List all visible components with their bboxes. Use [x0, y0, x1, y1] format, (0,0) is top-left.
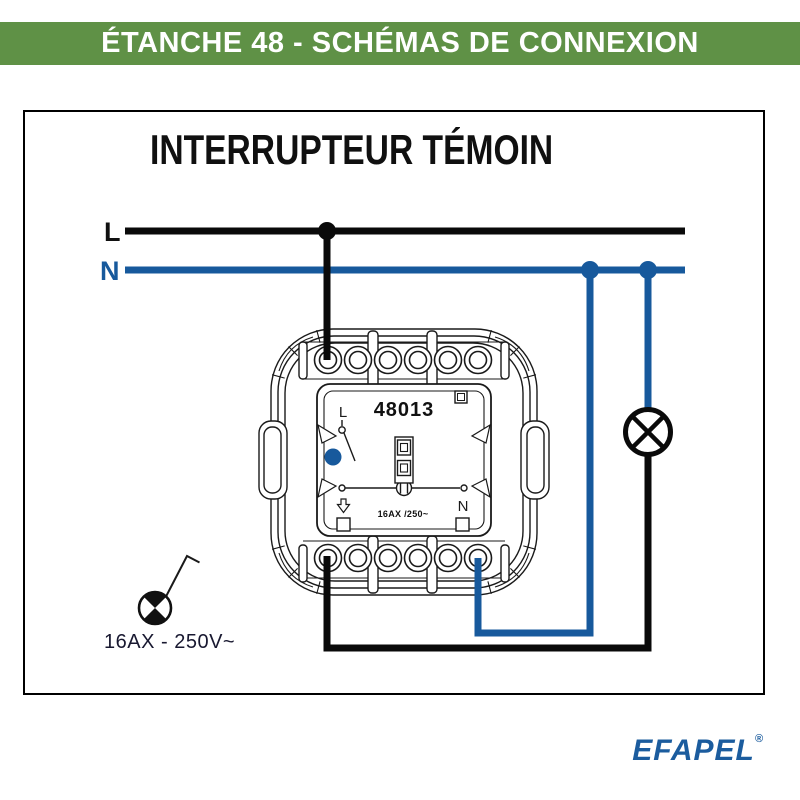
device-neutral-terminal-label: N [458, 498, 469, 515]
device-model-label: 48013 [374, 399, 435, 421]
switch-device [258, 328, 550, 596]
terminal-row-top [313, 345, 493, 375]
terminal-row-bottom [313, 543, 493, 573]
switched-live-wire [323, 454, 652, 652]
junction-dot [581, 261, 599, 279]
rocker-plunger [394, 436, 414, 484]
device-rating-label: 16AX /250~ [378, 509, 429, 519]
header-banner: ÉTANCHE 48 - SCHÉMAS DE CONNEXION [0, 22, 800, 65]
live-line-label: L [104, 217, 121, 247]
diagram-frame [23, 110, 765, 695]
junction-dot [318, 222, 336, 240]
wall-lamp-load-icon [137, 554, 200, 626]
neutral-line-label: N [100, 256, 120, 286]
wiring [125, 222, 685, 652]
switch-lever [343, 432, 356, 462]
brand-logo: EFAPEL® [632, 733, 763, 768]
registered-mark: ® [754, 733, 763, 745]
device-live-terminal-label: L [339, 404, 347, 421]
brand-name: EFAPEL [632, 734, 755, 767]
switch-schematic [336, 420, 468, 514]
page-title: INTERRUPTEUR TÉMOIN [150, 126, 554, 173]
corner-fans [271, 329, 537, 595]
neutral-return-wire [474, 268, 594, 637]
blue-indicator-dot [324, 448, 342, 466]
lamp-circle-x-icon [623, 407, 673, 457]
junction-dot [639, 261, 657, 279]
down-arrow-icon [336, 498, 351, 514]
load-rating-label: 16AX - 250V~ [104, 631, 235, 653]
